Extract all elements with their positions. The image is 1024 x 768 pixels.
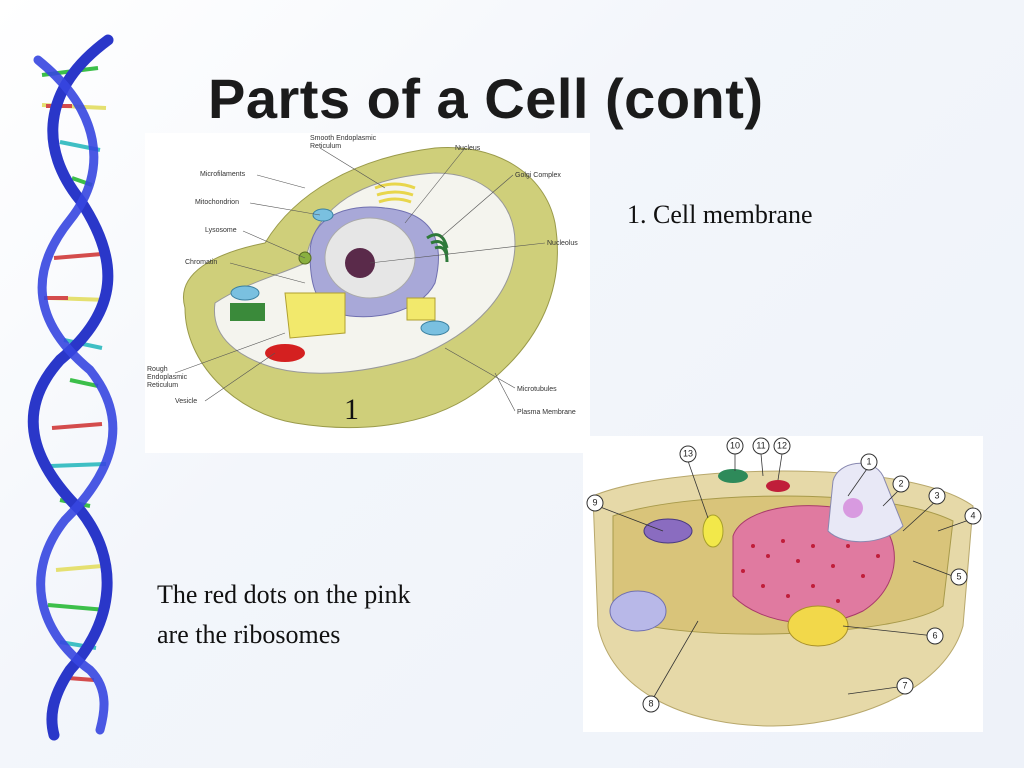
label-chromatin: Chromatin — [185, 259, 217, 266]
mitochondrion-3 — [420, 320, 450, 336]
svg-text:6: 6 — [932, 630, 937, 640]
slide-title: Parts of a Cell (cont) — [208, 67, 764, 130]
callout-circle-1: 1 — [860, 453, 878, 471]
diagram-marker-number: 1 — [344, 393, 359, 426]
svg-text:4: 4 — [970, 510, 975, 520]
caption-cell-membrane: 1. Cell membrane — [627, 200, 813, 229]
label-smooth-er: Smooth Endoplasmic — [310, 135, 377, 142]
callout-circle-2: 2 — [892, 475, 910, 493]
nucleolus — [345, 248, 375, 278]
yellow-organelle — [702, 514, 724, 548]
svg-text:13: 13 — [683, 448, 693, 458]
golgi-yellow — [406, 297, 436, 321]
callout-circle-5: 5 — [950, 568, 968, 586]
svg-text:5: 5 — [956, 571, 961, 581]
golgi-complex — [426, 233, 449, 263]
animal-cell-labeled-diagram: Smooth Endoplasmic Reticulum Nucleus Gol… — [145, 133, 590, 453]
svg-text:9: 9 — [592, 497, 597, 507]
callout-circle-3: 3 — [928, 487, 946, 505]
label-lysosome: Lysosome — [205, 227, 237, 234]
caption-ribosomes-line-1: The red dots on the pink — [157, 580, 411, 609]
label-microtubules: Microtubules — [517, 386, 557, 393]
mitochondrion — [312, 208, 334, 222]
callout-circle-9: 9 — [586, 494, 604, 512]
nucleolus-3d — [843, 498, 863, 518]
label-smooth-er-2: Reticulum — [310, 143, 341, 150]
vesicle-red — [766, 480, 790, 492]
label-nucleolus: Nucleolus — [547, 240, 578, 247]
vesicle — [265, 344, 305, 362]
rough-er — [284, 292, 346, 339]
svg-text:1: 1 — [866, 456, 871, 466]
caption-ribosomes-line-2: are the ribosomes — [157, 620, 341, 649]
mitochondrion-3d — [643, 518, 693, 544]
vesicle-green — [718, 469, 748, 483]
svg-text:2: 2 — [898, 478, 903, 488]
svg-text:8: 8 — [648, 698, 653, 708]
callout-circle-7: 7 — [896, 677, 914, 695]
label-rough-er-3: Reticulum — [147, 382, 178, 389]
label-vesicle: Vesicle — [175, 398, 197, 405]
callout-circle-11: 11 — [752, 437, 770, 455]
svg-text:11: 11 — [756, 440, 765, 450]
animal-cell-3d-diagram: 1 2 3 4 5 6 7 8 9 10 11 12 13 — [583, 436, 983, 732]
svg-text:10: 10 — [730, 440, 740, 450]
caption-ribosomes: The red dots on the pink are the ribosom… — [157, 575, 517, 655]
callout-circle-10: 10 — [726, 437, 744, 455]
nucleus-3d — [827, 462, 904, 543]
label-plasma-membrane: Plasma Membrane — [517, 409, 576, 416]
label-golgi: Golgi Complex — [515, 172, 561, 179]
callout-circle-13: 13 — [679, 445, 697, 463]
label-rough-er-1: Rough — [147, 366, 168, 373]
label-mitochondrion: Mitochondrion — [195, 199, 239, 206]
mitochondrion-2 — [230, 285, 260, 301]
svg-text:3: 3 — [934, 490, 939, 500]
rough-er-green — [230, 303, 265, 321]
svg-text:12: 12 — [777, 440, 787, 450]
label-nucleus: Nucleus — [455, 145, 481, 152]
ribosome-dots — [741, 539, 880, 603]
golgi-3d — [787, 605, 849, 647]
callout-circle-4: 4 — [964, 507, 982, 525]
svg-text:7: 7 — [902, 680, 907, 690]
label-microfilaments: Microfilaments — [200, 171, 246, 178]
callout-circle-6: 6 — [926, 627, 944, 645]
dna-helix-graphic — [27, 34, 118, 741]
callout-lines — [594, 453, 970, 703]
callout-circle-8: 8 — [642, 695, 660, 713]
callout-circle-12: 12 — [773, 437, 791, 455]
vacuole-3d — [609, 590, 667, 632]
smooth-er — [374, 182, 416, 204]
label-rough-er-2: Endoplasmic — [147, 374, 188, 381]
dna-strand-b — [33, 55, 118, 735]
